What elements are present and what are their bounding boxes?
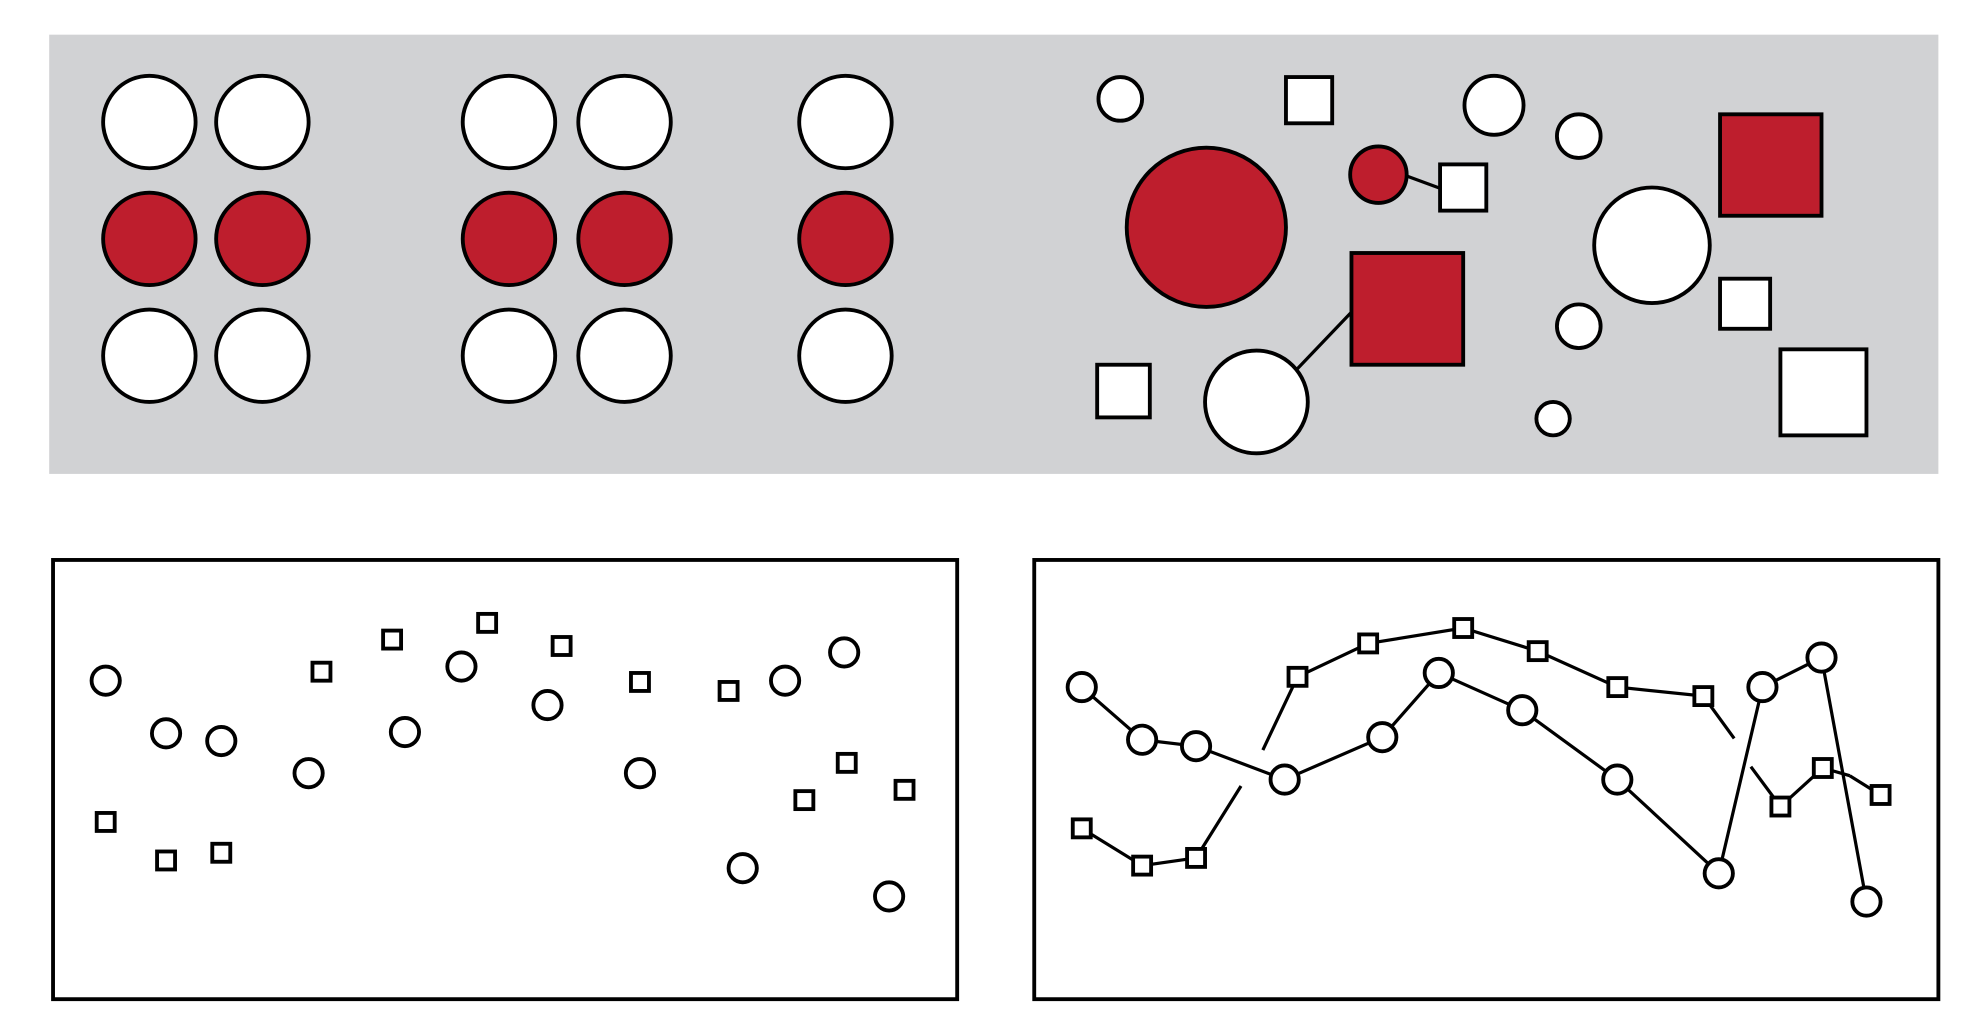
white-circle [1506,694,1539,727]
white-circle [1422,656,1455,690]
white-circle [1065,671,1098,704]
white-square [1131,854,1154,877]
white-square [1438,162,1489,213]
white-square [381,628,404,651]
white-circle [1850,885,1883,918]
white-square [1185,846,1207,869]
white-square [1811,757,1834,779]
red-circle [797,190,894,288]
white-circle [828,636,861,669]
red-circle [1124,145,1288,309]
white-circle [101,73,198,171]
white-square [310,660,333,683]
white-square [1070,817,1093,840]
white-circle [623,757,657,790]
white-circle [150,717,183,750]
white-circle [873,880,906,913]
white-square [1718,276,1773,331]
white-circle [1462,73,1526,137]
white-circle [292,757,325,790]
white-circle [1601,763,1634,796]
white-circle [1180,730,1213,763]
red-circle [101,190,198,288]
white-square [1606,676,1629,699]
red-square [1718,112,1824,218]
white-circle [89,664,122,697]
white-circle [797,307,894,404]
white-square [94,811,117,833]
white-circle [1702,857,1735,890]
white-circle [576,73,673,171]
white-circle [101,307,198,404]
red-circle [214,190,311,288]
white-square [835,751,858,774]
white-square [1452,617,1475,639]
white-square [476,611,499,634]
white-circle [388,715,421,749]
white-square [1095,362,1152,420]
white-circle [1366,721,1399,754]
white-square [1778,347,1869,438]
connector-line [1749,765,1851,809]
white-circle [1555,302,1603,350]
white-square [550,635,573,657]
bottom-right-panel [1032,558,1941,1002]
white-circle [1203,348,1310,456]
top-panel-shapes [101,73,1869,456]
white-square [793,789,816,812]
white-circle [1534,400,1572,438]
white-circle [445,650,478,683]
white-circle [205,724,238,758]
white-circle [460,307,558,404]
connector-line [1261,626,1736,751]
white-square [629,671,651,693]
white-square [1284,75,1335,126]
white-circle [1592,185,1712,306]
white-circle [576,307,673,404]
bottom-right-lines [1065,617,1892,918]
white-square [155,849,177,872]
red-circle [460,190,558,288]
connector-line [1296,310,1353,370]
red-circle [576,190,673,288]
white-square [1769,795,1792,818]
white-square [210,841,233,864]
bottom-left-scatter [89,611,916,913]
white-square [1286,665,1309,688]
white-circle [797,73,894,171]
white-circle [214,307,311,404]
connector-line [1406,174,1442,191]
white-circle [1555,112,1603,160]
white-square [1357,632,1380,655]
white-circle [1268,763,1301,796]
white-circle [1746,671,1779,704]
connector-line [1080,785,1243,868]
white-square [1692,685,1715,708]
white-circle [1126,723,1159,756]
red-square [1349,251,1466,367]
white-circle [1805,641,1838,674]
white-circle [769,664,802,697]
bottom-left-panel [51,558,960,1002]
white-circle [531,689,564,722]
white-circle [214,73,311,171]
white-square [1526,640,1549,663]
red-circle [1348,144,1409,205]
white-square [893,778,916,801]
white-square [717,680,740,702]
white-circle [1096,75,1145,123]
white-circle [460,73,558,171]
white-square [1869,784,1892,806]
white-circle [726,852,759,885]
